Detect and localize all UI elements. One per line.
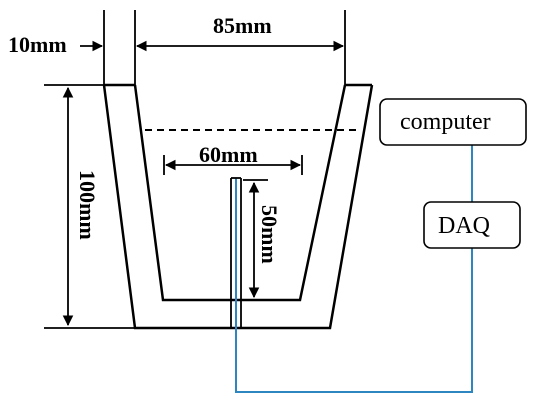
- label-50mm: 50mm: [257, 205, 282, 264]
- daq-box: [423, 201, 521, 249]
- computer-label: computer: [400, 109, 491, 135]
- signal-wire: [235, 248, 473, 393]
- computer-box: [379, 98, 527, 146]
- crucible-outer-wall: [102, 84, 374, 330]
- crucible-inner-wall: [133, 84, 347, 302]
- daq-label: DAQ: [438, 213, 490, 239]
- label-85mm: 85mm: [213, 13, 272, 38]
- label-60mm: 60mm: [199, 142, 258, 167]
- label-100mm: 100mm: [75, 170, 100, 240]
- label-10mm: 10mm: [8, 32, 67, 57]
